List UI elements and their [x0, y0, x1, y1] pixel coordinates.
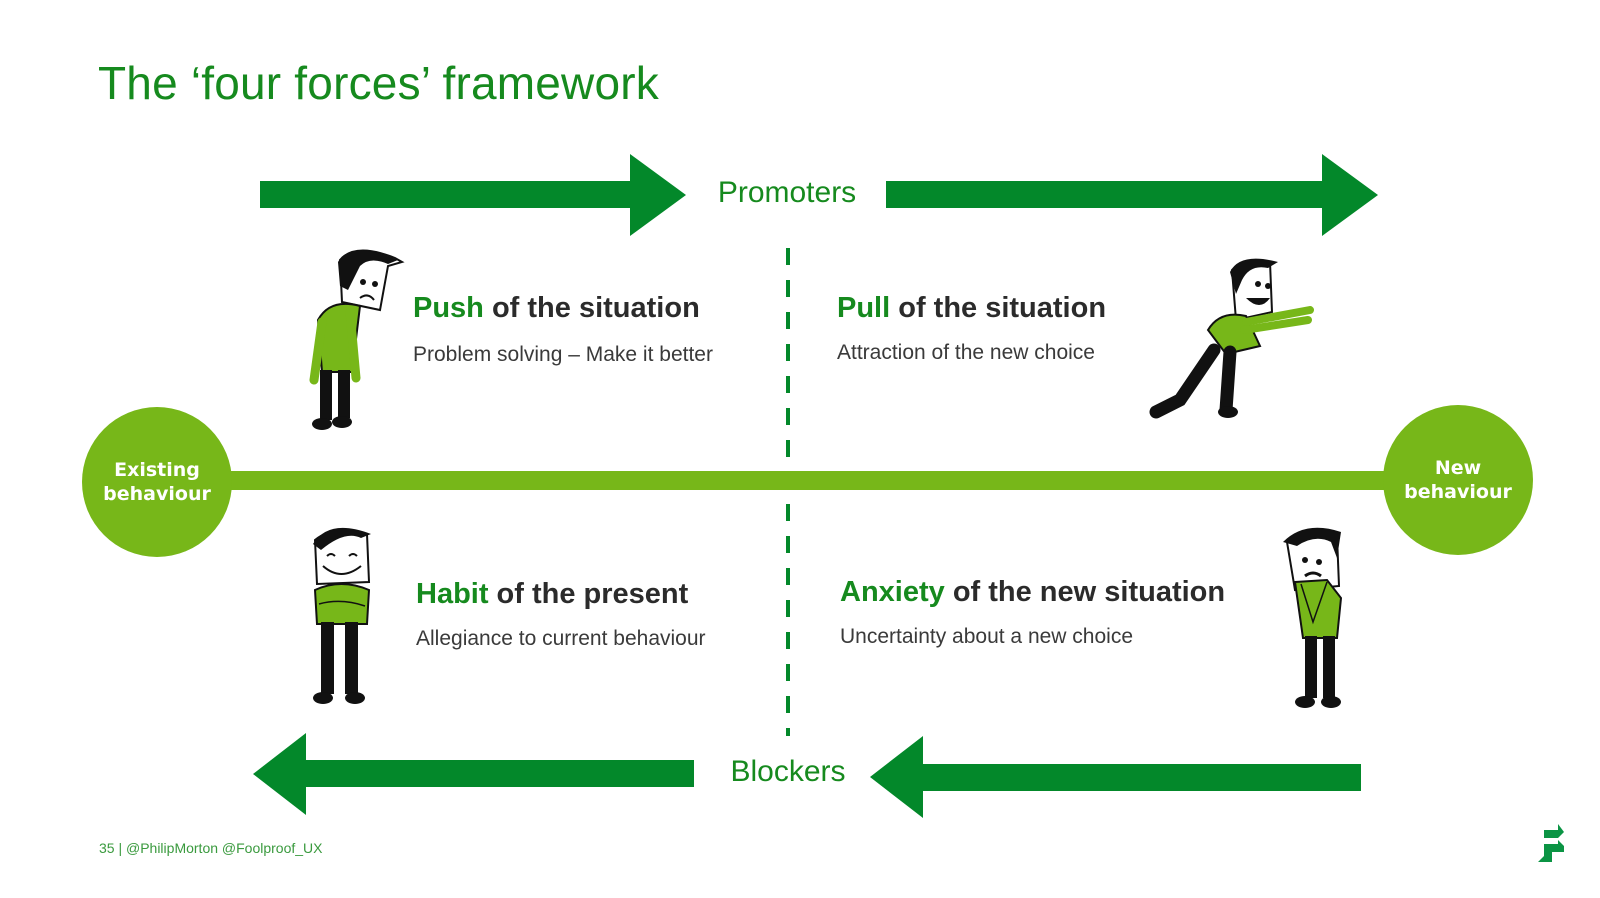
- existing-behaviour-node: Existing behaviour: [82, 407, 232, 557]
- pull-title-rest: of the situation: [890, 292, 1107, 324]
- quadrant-anxiety: Anxiety of the new situation Uncertainty…: [840, 576, 1225, 649]
- pull-subtitle: Attraction of the new choice: [837, 341, 1095, 364]
- habit-title-rest: of the present: [488, 578, 689, 610]
- anxiety-subtitle: Uncertainty about a new choice: [840, 625, 1134, 648]
- worried-person-icon: [1283, 527, 1343, 708]
- habit-title: Habit of the present: [416, 578, 706, 611]
- blocker-arrow-left: [253, 733, 694, 815]
- anxiety-title-rest: of the new situation: [944, 576, 1226, 608]
- new-behaviour-label-line2: behaviour: [1404, 481, 1512, 503]
- blockers-label: Blockers: [730, 755, 846, 788]
- quadrant-habit: Habit of the present Allegiance to curre…: [416, 578, 706, 651]
- anxiety-keyword: Anxiety: [840, 576, 945, 608]
- new-behaviour-node: New behaviour: [1383, 405, 1533, 555]
- push-subtitle: Problem solving – Make it better: [413, 343, 713, 366]
- push-title-rest: of the situation: [483, 292, 700, 324]
- quadrant-push: Push of the situation Problem solving – …: [413, 292, 713, 367]
- quadrant-pull: Pull of the situation Attraction of the …: [837, 292, 1106, 365]
- habit-subtitle: Allegiance to current behaviour: [416, 627, 706, 650]
- promoter-arrow-left: [260, 154, 686, 236]
- habit-keyword: Habit: [416, 578, 489, 610]
- slide-title: The ‘four forces’ framework: [98, 57, 659, 109]
- pull-title: Pull of the situation: [837, 292, 1106, 325]
- existing-behaviour-label-line2: behaviour: [103, 483, 211, 505]
- sad-slouching-person-icon: [309, 249, 405, 430]
- pull-keyword: Pull: [837, 292, 891, 324]
- foolproof-logo-icon: [1538, 824, 1564, 862]
- new-behaviour-label-line1: New: [1434, 457, 1482, 479]
- push-keyword: Push: [413, 292, 484, 324]
- promoters-label: Promoters: [717, 176, 857, 209]
- footer-credits: 35 | @PhilipMorton @Foolproof_UX: [99, 840, 323, 856]
- behaviour-axis-line: [200, 471, 1400, 490]
- promoter-arrow-right: [886, 154, 1378, 236]
- push-title: Push of the situation: [413, 292, 713, 325]
- blocker-arrow-right: [870, 736, 1361, 818]
- anxiety-title: Anxiety of the new situation: [840, 576, 1225, 609]
- excited-reaching-person-icon: [1149, 258, 1314, 419]
- existing-behaviour-label-line1: Existing: [114, 459, 200, 481]
- content-arms-crossed-person-icon: [313, 527, 371, 704]
